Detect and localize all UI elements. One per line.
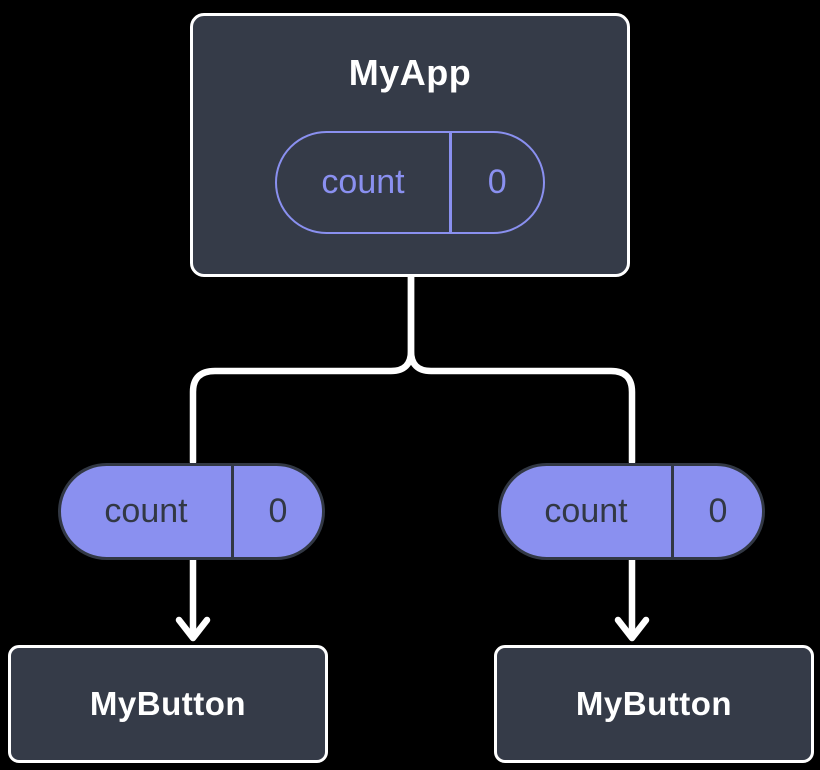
edge-root-to-right-prop [407, 273, 636, 466]
pill-divider [449, 133, 452, 232]
root-component-title: MyApp [348, 52, 472, 93]
root-state-pill: count 0 [275, 131, 545, 234]
arrowhead-down-right-icon [614, 616, 650, 642]
child-component-title: MyButton [89, 685, 247, 722]
right-child-component-card: MyButton [494, 645, 814, 763]
arrowhead-down-left-icon [175, 616, 211, 642]
prop-value-label: 0 [268, 492, 288, 530]
right-prop-pill: count 0 [498, 463, 765, 560]
child-component-title: MyButton [575, 685, 733, 722]
prop-name-label: count [544, 492, 628, 530]
pill-divider [671, 466, 674, 557]
state-value-label: 0 [487, 163, 507, 201]
left-prop-pill: count 0 [58, 463, 325, 560]
state-name-label: count [321, 163, 405, 201]
edge-root-to-left-prop [189, 273, 415, 466]
left-child-component-card: MyButton [8, 645, 328, 763]
prop-value-label: 0 [708, 492, 728, 530]
root-component-card: MyApp count 0 [190, 13, 630, 277]
pill-divider [231, 466, 234, 557]
prop-name-label: count [104, 492, 188, 530]
